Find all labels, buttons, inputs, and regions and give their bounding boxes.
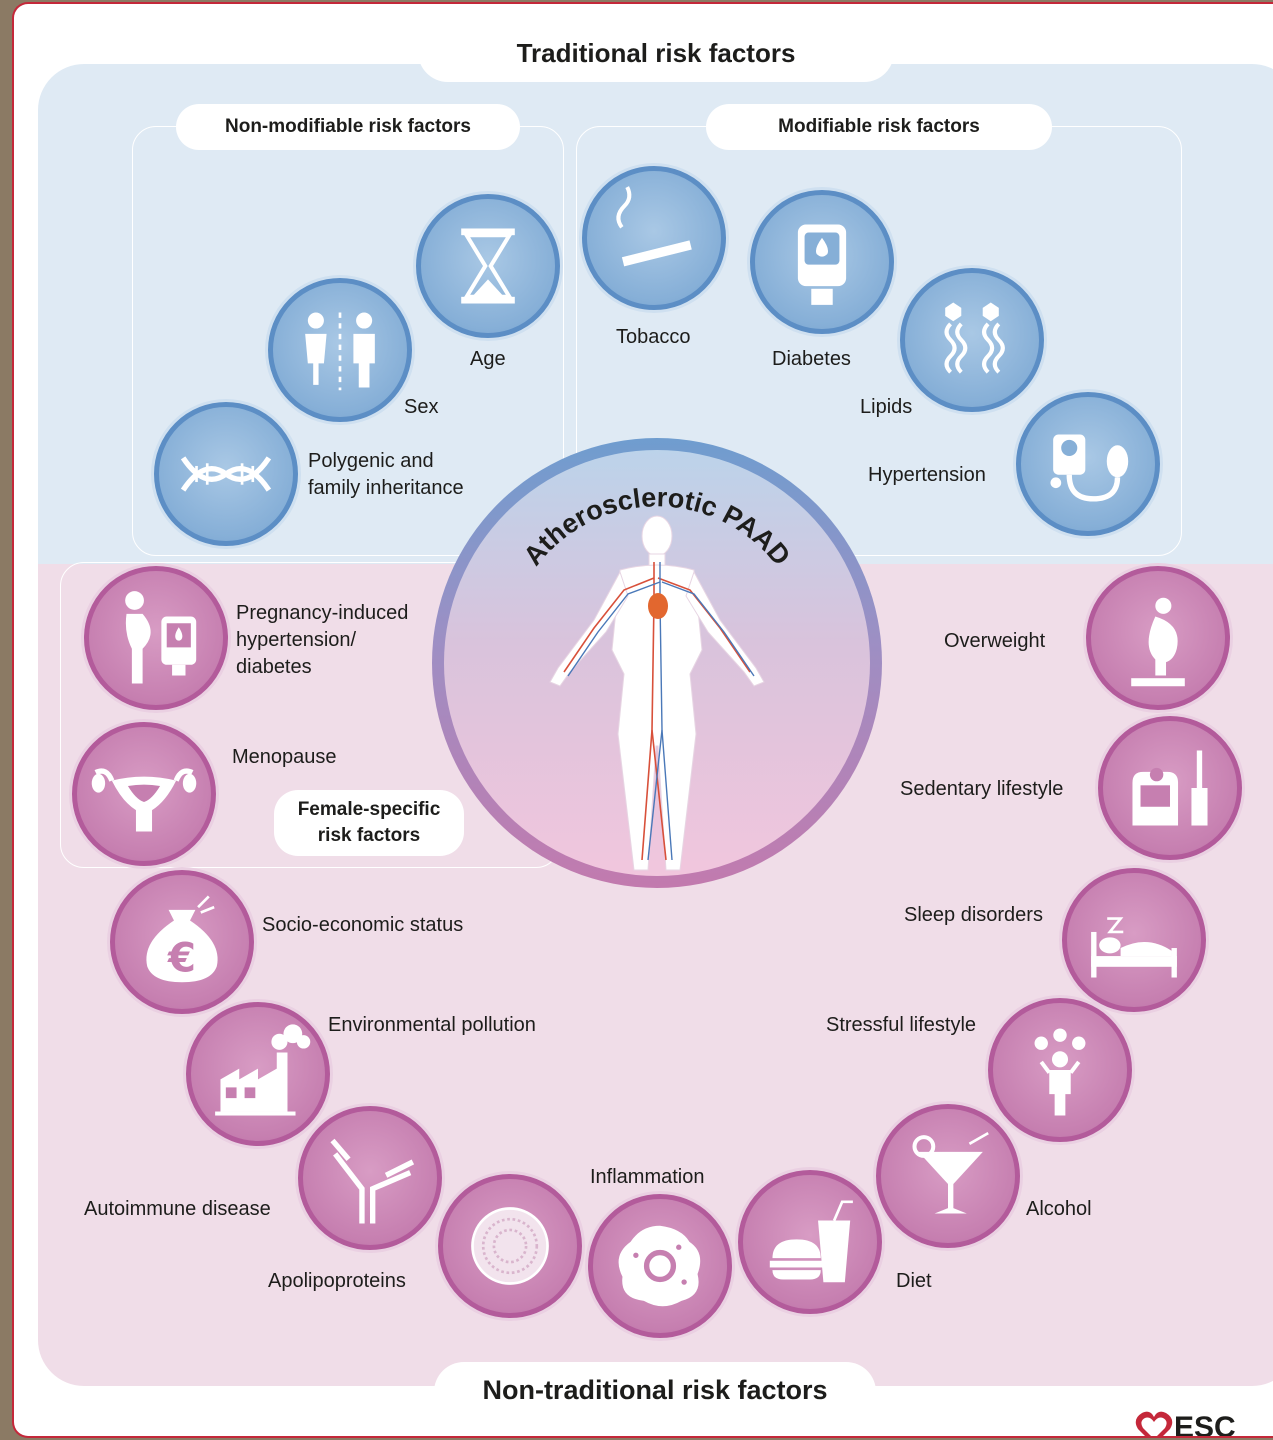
autoimmune-label: Autoimmune disease xyxy=(84,1198,271,1220)
lipid-molecule-icon xyxy=(944,302,1005,374)
tobacco-circle xyxy=(582,166,726,310)
sleep-circle xyxy=(1062,868,1206,1012)
female-specific-title: Female-specific risk factors xyxy=(274,790,464,856)
socio-economic-circle: € xyxy=(110,870,254,1014)
alcohol-label: Alcohol xyxy=(1026,1198,1092,1220)
factory-icon xyxy=(215,1024,311,1116)
lipoprotein-particle-icon xyxy=(471,1207,549,1285)
glucose-meter-icon xyxy=(797,224,847,305)
traditional-title: Traditional risk factors xyxy=(418,24,894,82)
bed-icon xyxy=(1091,917,1177,978)
diet-circle xyxy=(738,1170,882,1314)
male-female-icon xyxy=(305,312,375,391)
menopause-label: Menopause xyxy=(232,746,337,768)
autoimmune-circle xyxy=(298,1106,442,1250)
polygenic-circle xyxy=(154,402,298,546)
pregnancy-circle xyxy=(84,566,228,710)
dna-icon xyxy=(180,456,272,492)
sedentary-label: Sedentary lifestyle xyxy=(900,778,1064,800)
non-traditional-title: Non-traditional risk factors xyxy=(434,1362,876,1418)
stressed-person-icon xyxy=(1034,1028,1086,1116)
uterus-icon xyxy=(91,768,197,832)
inflammation-circle xyxy=(588,1194,732,1338)
infographic: Traditional risk factors Non-modifiable … xyxy=(12,2,1273,1438)
socio-economic-label: Socio-economic status xyxy=(262,914,464,936)
age-label: Age xyxy=(470,348,506,370)
tobacco-label: Tobacco xyxy=(616,326,691,348)
pregnancy-icon xyxy=(125,591,197,684)
stress-circle xyxy=(988,998,1132,1142)
hourglass-icon xyxy=(461,228,515,304)
money-bag-icon: € xyxy=(146,895,218,983)
modifiable-title: Modifiable risk factors xyxy=(706,104,1052,150)
hypertension-circle xyxy=(1016,392,1160,536)
cocktail-glass-icon xyxy=(912,1131,989,1214)
lipids-label: Lipids xyxy=(860,396,913,418)
hypertension-label: Hypertension xyxy=(868,464,986,486)
center-circle: Atherosclerotic PAAD xyxy=(432,438,882,888)
overweight-label: Overweight xyxy=(944,630,1046,652)
age-circle xyxy=(416,194,560,338)
pollution-circle xyxy=(186,1002,330,1146)
pollution-label: Environmental pollution xyxy=(328,1014,536,1036)
esc-logo-text: ESC xyxy=(1174,1411,1236,1438)
cigarette-icon xyxy=(616,186,692,267)
sex-label: Sex xyxy=(404,396,439,418)
diabetes-label: Diabetes xyxy=(772,348,851,370)
esc-logo: ESC xyxy=(1134,1409,1236,1438)
human-body-icon: Atherosclerotic PAAD xyxy=(518,482,796,871)
menopause-circle xyxy=(72,722,216,866)
overweight-circle xyxy=(1086,566,1230,710)
non-modifiable-title: Non-modifiable risk factors xyxy=(176,104,520,150)
svg-text:€: € xyxy=(167,935,196,981)
scale-person-icon xyxy=(1131,597,1185,687)
sedentary-circle xyxy=(1098,716,1242,860)
sleep-label: Sleep disorders xyxy=(904,904,1043,926)
sex-circle xyxy=(268,278,412,422)
blood-pressure-icon xyxy=(1050,434,1129,502)
apolipoproteins-circle xyxy=(438,1174,582,1318)
inflamed-cell-icon xyxy=(618,1225,701,1307)
diabetes-circle xyxy=(750,190,894,334)
heart-logo-icon xyxy=(1135,1411,1173,1436)
lipids-circle xyxy=(900,268,1044,412)
stress-label: Stressful lifestyle xyxy=(826,1014,977,1036)
inflammation-label: Inflammation xyxy=(590,1166,705,1188)
alcohol-circle xyxy=(876,1104,1020,1248)
polygenic-label: Polygenic and family inheritance xyxy=(308,450,464,499)
diet-label: Diet xyxy=(896,1270,932,1292)
apolipoproteins-label: Apolipoproteins xyxy=(268,1270,406,1292)
pregnancy-label: Pregnancy-induced hypertension/ diabetes xyxy=(236,602,409,678)
burger-drink-icon xyxy=(769,1200,853,1283)
armchair-tv-icon xyxy=(1132,750,1208,826)
heart-icon xyxy=(648,593,668,619)
antibody-icon xyxy=(330,1138,415,1224)
